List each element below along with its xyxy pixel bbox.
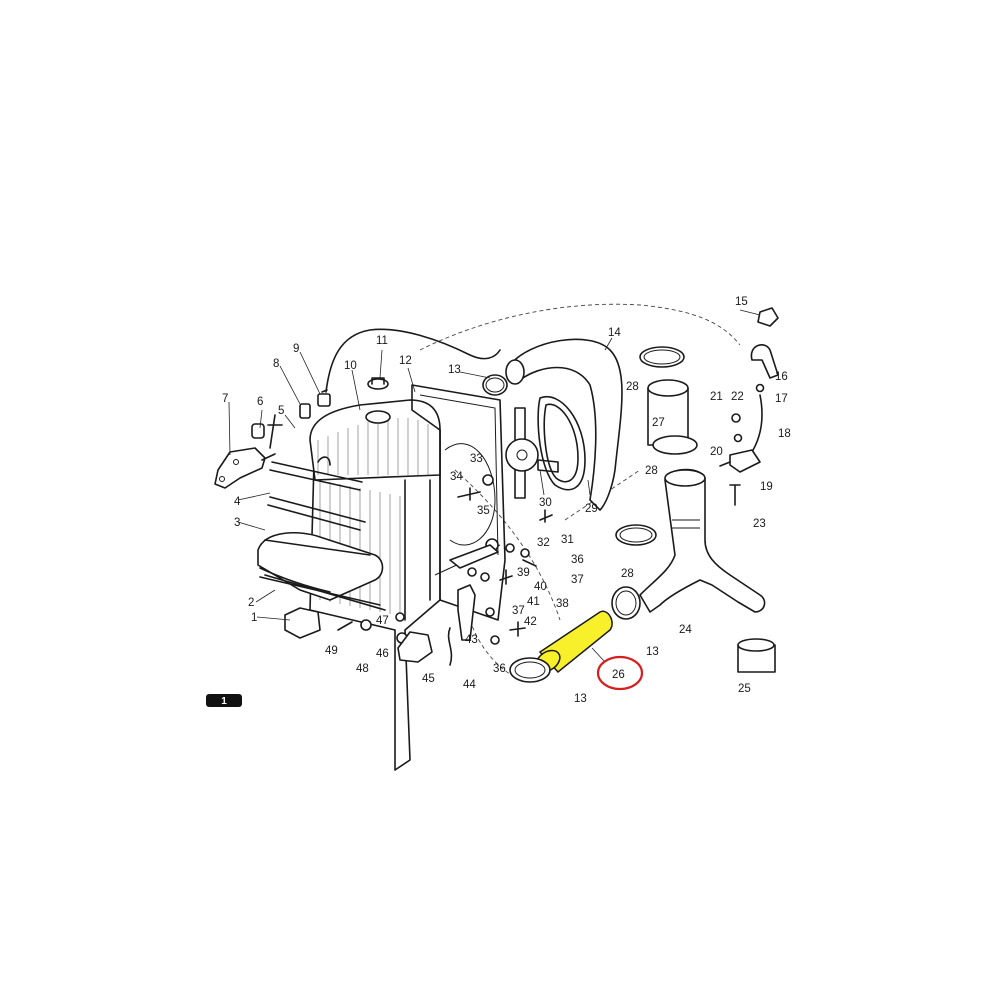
callout-27: 27 — [652, 417, 665, 429]
callout-4: 4 — [234, 496, 241, 508]
callout-10: 10 — [344, 360, 357, 372]
callout-33: 33 — [470, 453, 483, 465]
callout-47: 47 — [376, 615, 389, 627]
callout-37: 37 — [571, 574, 584, 586]
hose-clamp — [482, 374, 508, 396]
callout-13: 13 — [574, 693, 587, 705]
callout-43: 43 — [465, 634, 478, 646]
callout-17: 17 — [775, 393, 788, 405]
callout-38: 38 — [556, 598, 569, 610]
callout-48: 48 — [356, 663, 369, 675]
callout-28: 28 — [645, 465, 658, 477]
callout-30: 30 — [539, 497, 552, 509]
callout-49: 49 — [325, 645, 338, 657]
sleeve-25 — [737, 638, 776, 673]
callout-25: 25 — [738, 683, 751, 695]
callout-16: 16 — [775, 371, 788, 383]
callout-28: 28 — [621, 568, 634, 580]
callout-36: 36 — [493, 663, 506, 675]
callout-22: 22 — [731, 391, 744, 403]
callout-13: 13 — [448, 364, 461, 376]
callout-41: 41 — [527, 596, 540, 608]
callout-23: 23 — [753, 518, 766, 530]
fan-hub — [505, 395, 586, 499]
callout-18: 18 — [778, 428, 791, 440]
callout-5: 5 — [278, 405, 284, 417]
callout-9: 9 — [293, 343, 299, 355]
callout-36: 36 — [571, 554, 584, 566]
callout-31: 31 — [561, 534, 574, 546]
callout-28: 28 — [626, 381, 639, 393]
callout-14: 14 — [608, 327, 621, 339]
callout-12: 12 — [399, 355, 412, 367]
callout-19: 19 — [760, 481, 773, 493]
side-bars — [257, 461, 386, 611]
callout-13: 13 — [646, 646, 659, 658]
fasteners-top — [251, 328, 501, 449]
clamps-28 — [611, 346, 698, 620]
callout-20: 20 — [710, 446, 723, 458]
callout-29: 29 — [585, 503, 598, 515]
callout-44: 44 — [463, 679, 476, 691]
y-pipe — [639, 468, 766, 613]
guide-line — [454, 469, 561, 621]
callout-2: 2 — [248, 597, 254, 609]
callout-8: 8 — [273, 358, 279, 370]
lower-clamps — [509, 657, 551, 683]
callout-3: 3 — [234, 517, 240, 529]
callout-39: 39 — [517, 567, 530, 579]
guide-line — [419, 303, 741, 351]
callout-21: 21 — [710, 391, 723, 403]
callout-26: 26 — [612, 669, 625, 681]
callout-37: 37 — [512, 605, 525, 617]
callout-45: 45 — [422, 673, 435, 685]
page-badge: 1 — [206, 694, 242, 707]
sensor-parts — [719, 307, 779, 506]
callout-11: 11 — [376, 335, 388, 347]
page-badge-label: 1 — [221, 696, 227, 707]
callout-24: 24 — [679, 624, 692, 636]
callout-34: 34 — [450, 471, 463, 483]
callout-1: 1 — [251, 612, 257, 624]
callout-32: 32 — [537, 537, 550, 549]
upper-hose — [505, 338, 623, 511]
callout-15: 15 — [735, 296, 748, 308]
callout-42: 42 — [524, 616, 537, 628]
callout-6: 6 — [257, 396, 263, 408]
bracket-7 — [214, 447, 276, 489]
leader-lines — [228, 309, 761, 663]
bolts-cluster — [284, 474, 553, 666]
radiator — [309, 399, 441, 771]
callout-7: 7 — [222, 393, 228, 405]
callout-40: 40 — [534, 581, 547, 593]
highlight-circle — [596, 655, 644, 691]
callout-labels: 7 6 5 8 9 10 11 12 13 14 15 16 17 18 19 … — [222, 296, 791, 705]
callout-46: 46 — [376, 648, 389, 660]
callout-35: 35 — [477, 505, 490, 517]
